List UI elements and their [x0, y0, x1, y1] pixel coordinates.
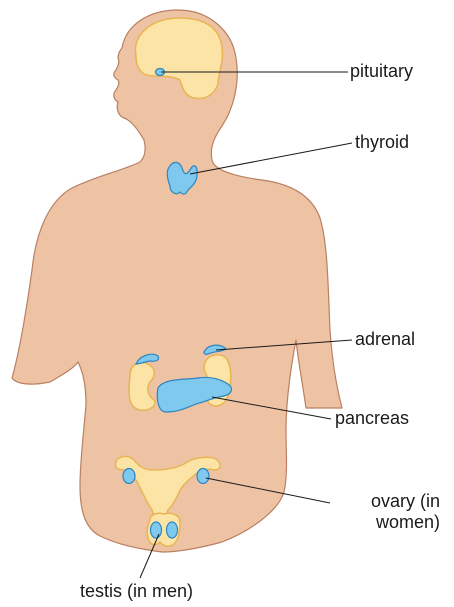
- right-testis: [167, 522, 178, 538]
- ovary-label-line1: ovary (in: [348, 491, 440, 512]
- ovary-label-line2: women): [348, 512, 440, 533]
- pancreas-label: pancreas: [335, 408, 409, 429]
- adrenal-label: adrenal: [355, 329, 415, 350]
- right-ovary: [197, 469, 209, 484]
- thyroid-leader-line: [190, 143, 352, 174]
- thyroid-label: thyroid: [355, 132, 409, 153]
- ovary-label: ovary (in women): [348, 491, 440, 533]
- testis-label: testis (in men): [80, 581, 193, 602]
- left-ovary: [123, 469, 135, 484]
- left-testis: [151, 522, 162, 538]
- pituitary-label: pituitary: [350, 61, 413, 82]
